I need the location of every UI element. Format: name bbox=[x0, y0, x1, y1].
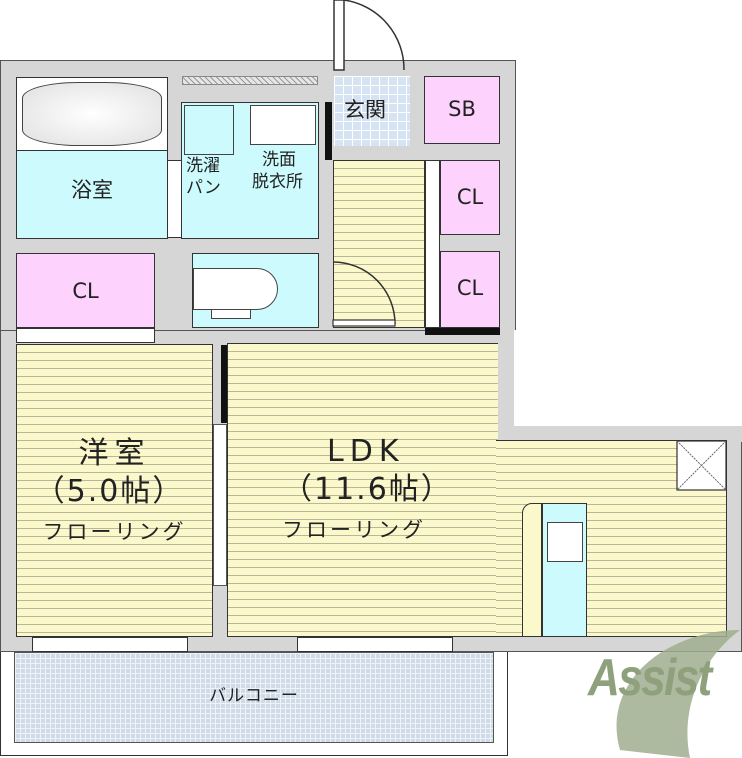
closet-hall-2-label: CL bbox=[456, 276, 484, 300]
room-washroom: 洗濯 パン 洗面 脱衣所 bbox=[181, 102, 319, 239]
laundry-pan-label-1: 洗濯 bbox=[186, 156, 220, 176]
room-bathroom: 浴室 bbox=[16, 150, 168, 239]
laundry-pan-icon bbox=[184, 105, 234, 155]
room-closet-bedroom: CL bbox=[16, 253, 155, 328]
closet-bedroom-label: CL bbox=[72, 279, 99, 303]
room-toilet bbox=[192, 253, 319, 328]
watermark-text: Assist bbox=[588, 649, 712, 707]
laundry-pan-label-2: パン bbox=[186, 178, 221, 198]
western-room-flooring: フローリング bbox=[42, 520, 187, 544]
ldk-label: LDK bbox=[327, 434, 405, 469]
washroom-label-1: 洗面 bbox=[262, 150, 296, 170]
wall-ldk-notch-h bbox=[496, 426, 742, 442]
toilet-tank-icon bbox=[211, 309, 251, 319]
room-western: 洋室 （5.0帖） フローリング bbox=[16, 344, 213, 637]
room-closet-hall-1: CL bbox=[440, 160, 500, 235]
closet-hall-doors[interactable] bbox=[425, 160, 440, 328]
wall-black-segment bbox=[325, 102, 332, 160]
bathtub-icon bbox=[22, 82, 162, 146]
wall-black-bedroom bbox=[221, 345, 228, 423]
wall-ldk-notch bbox=[496, 330, 514, 442]
bathroom-door[interactable] bbox=[167, 160, 182, 238]
wall-black-hall bbox=[425, 328, 500, 335]
room-ldk bbox=[227, 343, 498, 637]
washbasin-icon bbox=[250, 105, 316, 145]
bedroom-window[interactable] bbox=[32, 637, 188, 652]
entrance-label: 玄関 bbox=[344, 98, 386, 122]
ldk-text-block: LDK （11.6帖） フローリング bbox=[227, 343, 498, 637]
western-room-size: （5.0帖） bbox=[34, 474, 185, 509]
exterior-cutout bbox=[516, 58, 742, 330]
room-entrance: 玄関 bbox=[334, 76, 410, 146]
ldk-flooring: フローリング bbox=[282, 518, 426, 542]
balcony: バルコニー bbox=[14, 652, 494, 743]
closet-hall-1-label: CL bbox=[456, 185, 484, 209]
ldk-size: （11.6帖） bbox=[282, 472, 453, 507]
kitchen-sink-icon bbox=[547, 522, 583, 562]
room-closet-hall-2: CL bbox=[440, 251, 500, 328]
hall-door-icon[interactable] bbox=[332, 261, 423, 332]
kitchen-sink-counter bbox=[542, 503, 587, 637]
room-hallway bbox=[333, 160, 425, 328]
exterior-cutout-2 bbox=[500, 330, 742, 427]
balcony-label: バルコニー bbox=[209, 686, 299, 706]
western-room-label: 洋室 bbox=[78, 436, 151, 471]
kitchen-counter bbox=[522, 503, 542, 637]
shoe-box-label: SB bbox=[448, 97, 476, 121]
bathroom-label: 浴室 bbox=[71, 178, 113, 202]
washroom-label-2: 脱衣所 bbox=[252, 172, 303, 192]
bedroom-sliding-door[interactable] bbox=[213, 424, 227, 586]
assist-logo bbox=[616, 630, 740, 758]
room-shoe-box: SB bbox=[424, 76, 500, 144]
closet-bedroom-door[interactable] bbox=[16, 328, 155, 343]
ldk-window[interactable] bbox=[297, 637, 453, 652]
toilet-icon bbox=[193, 268, 278, 310]
ventilation-icon bbox=[676, 440, 727, 491]
shelf-hatch bbox=[182, 76, 318, 85]
entrance-door-icon[interactable] bbox=[333, 0, 414, 140]
